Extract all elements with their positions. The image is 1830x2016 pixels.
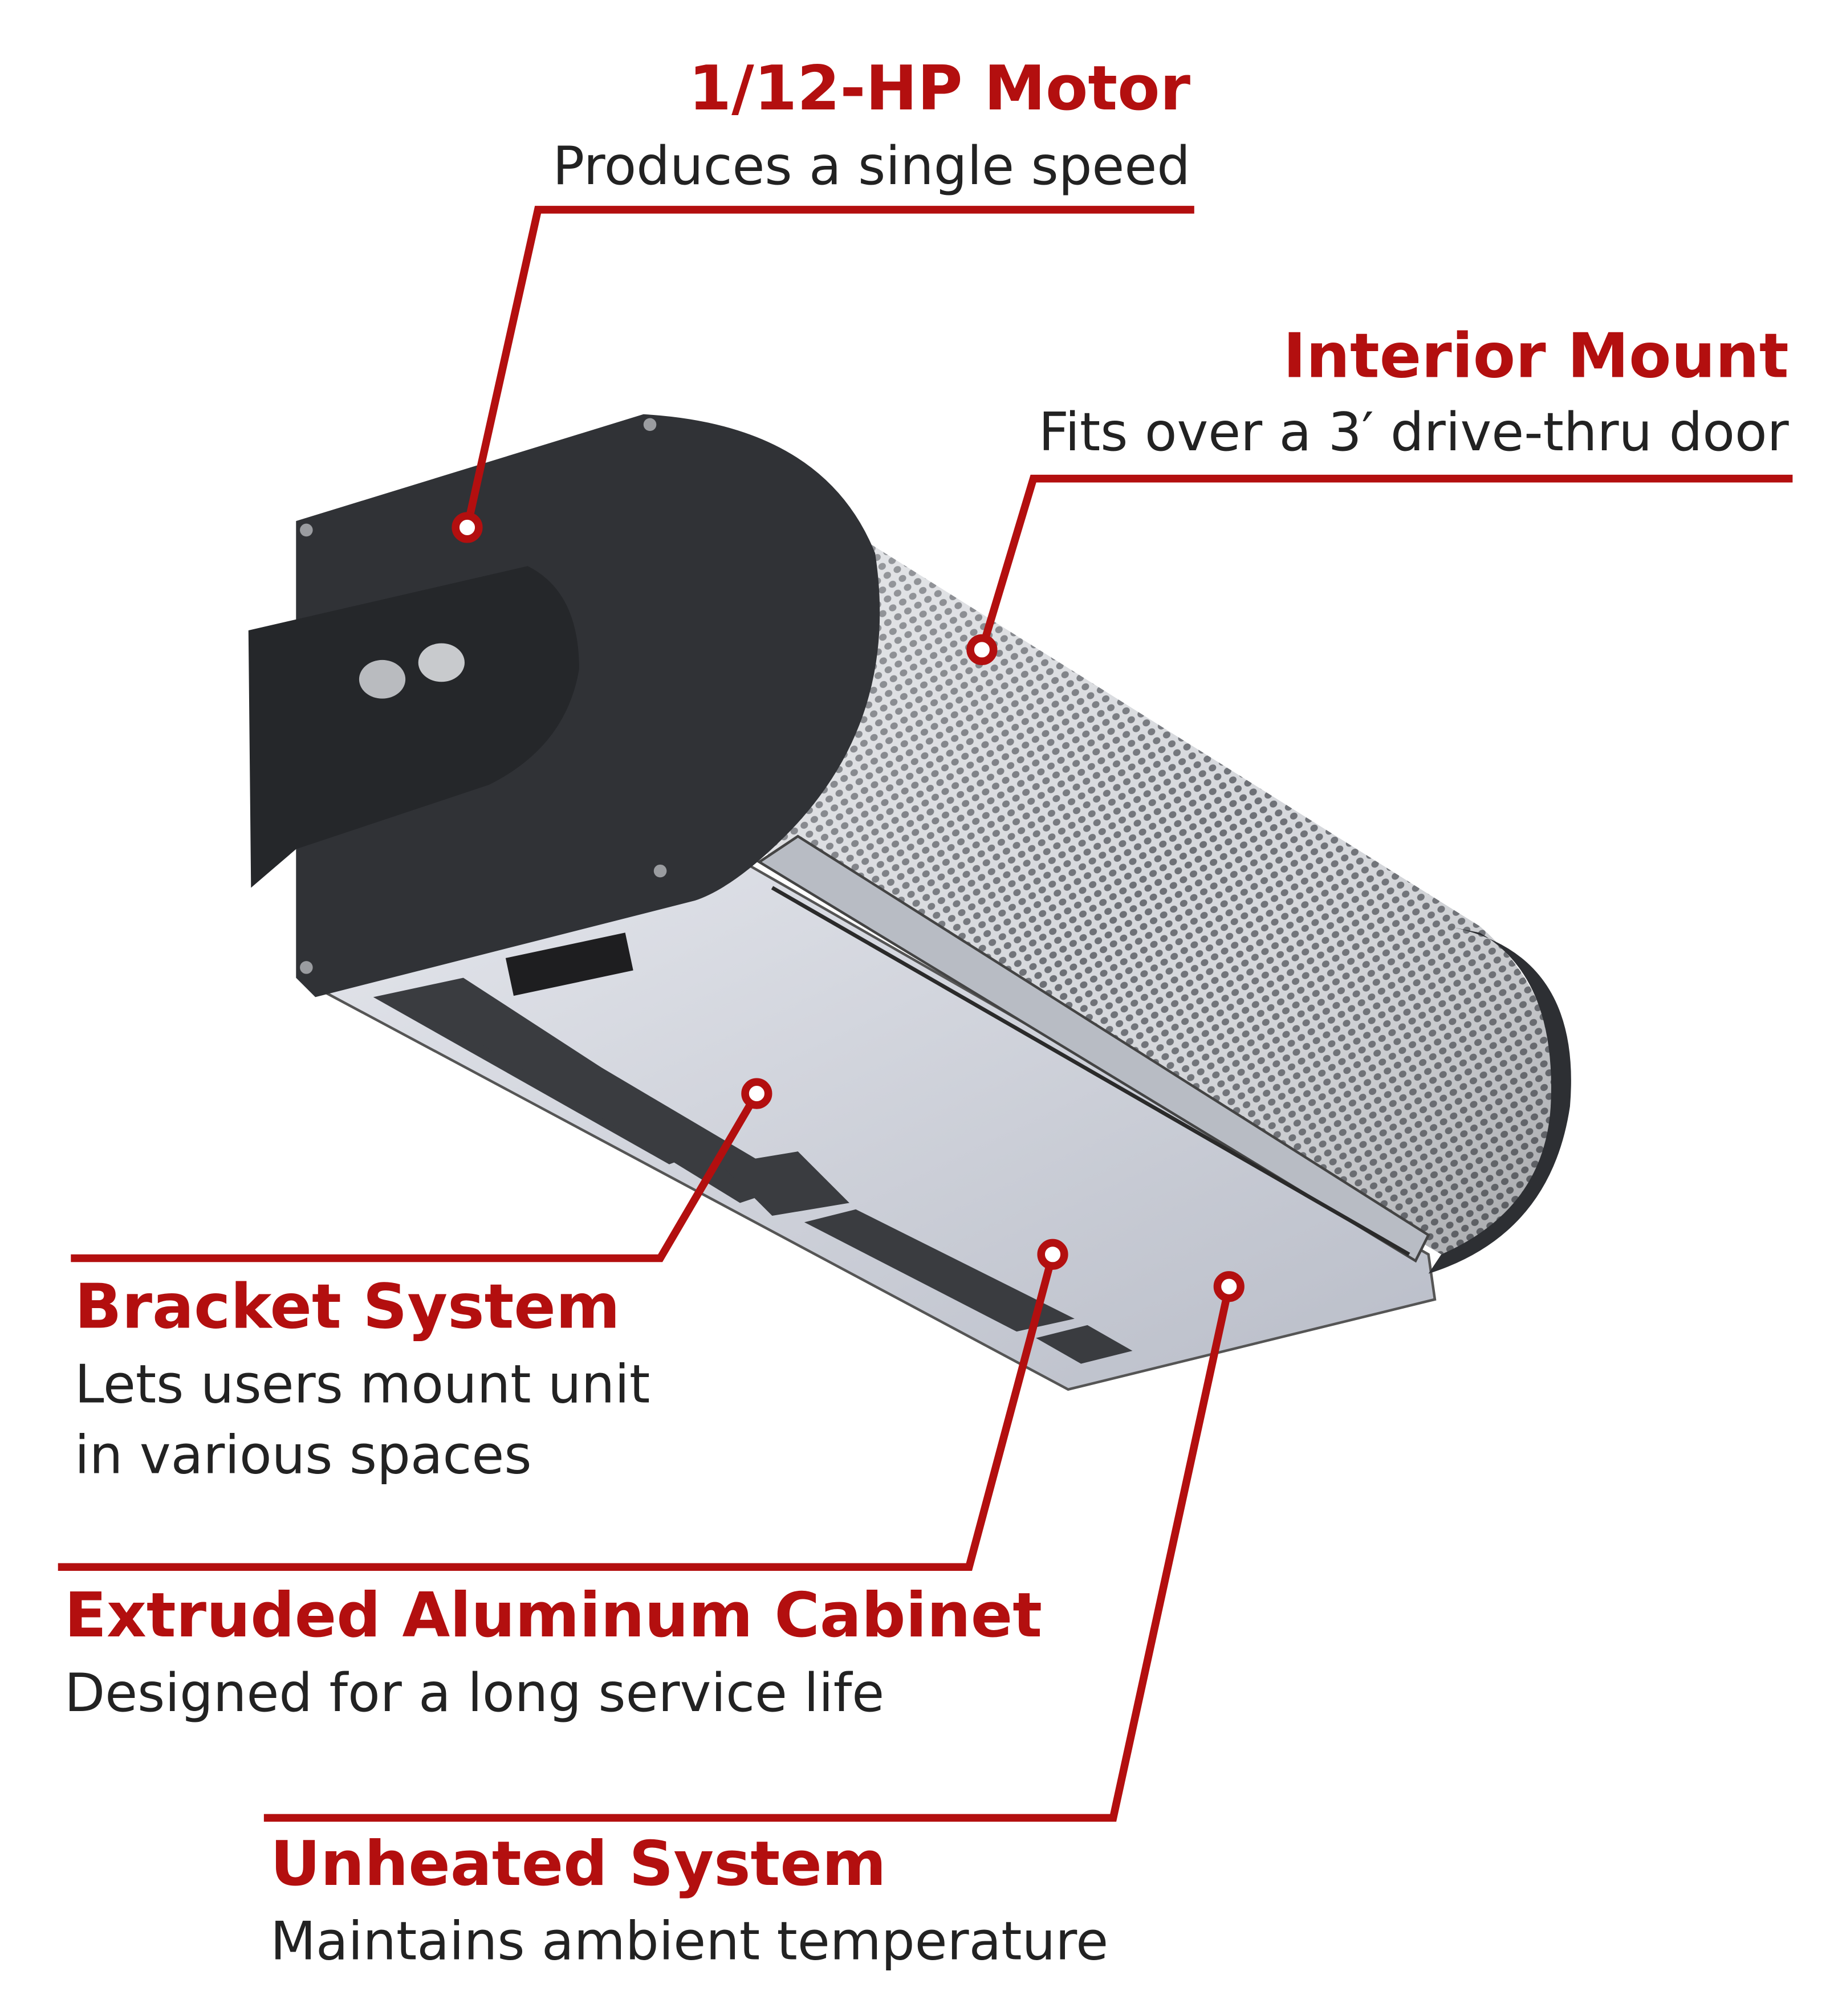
- mounting-bracket: [248, 566, 579, 888]
- callout-title: Extruded Aluminum Cabinet: [64, 1579, 1042, 1651]
- leader-line: [978, 474, 1793, 651]
- callout-motor: 1/12-HP Motor Produces a single speed: [452, 52, 1194, 543]
- callout-description: Maintains ambient temperature: [270, 1911, 1108, 1972]
- leader-line: [71, 1092, 761, 1262]
- callout-marker: [1213, 1271, 1245, 1302]
- leader-line: [463, 206, 1194, 528]
- discharge-slot: [757, 834, 1430, 1263]
- intake-vents: [373, 978, 1133, 1364]
- callout-marker: [452, 512, 483, 543]
- leader-line: [58, 1253, 1057, 1571]
- callout-cabinet: Extruded Aluminum Cabinet Designed for a…: [58, 1239, 1068, 1724]
- callout-interior-mount: Interior Mount Fits over a 3′ drive-thru…: [966, 319, 1793, 665]
- control-switch: [505, 932, 633, 996]
- callout-marker: [966, 634, 998, 665]
- callout-description: Produces a single speed: [552, 135, 1190, 197]
- callout-description: Fits over a 3′ drive-thru door: [1039, 401, 1790, 463]
- callout-marker: [741, 1078, 772, 1109]
- motor-end-housing: [296, 414, 880, 997]
- callout-marker: [1037, 1239, 1068, 1270]
- callout-description: Designed for a long service life: [64, 1662, 884, 1724]
- callout-bracket-system: Bracket System Lets users mount unit in …: [71, 1078, 772, 1485]
- air-curtain-unit: [248, 414, 1571, 1391]
- callout-unheated: Unheated System Maintains ambient temper…: [263, 1271, 1245, 1972]
- callout-title: Unheated System: [270, 1827, 886, 1900]
- callout-description: Lets users mount unit: [75, 1353, 650, 1415]
- callout-title: Bracket System: [75, 1270, 620, 1342]
- callout-title: Interior Mount: [1283, 319, 1789, 392]
- leader-line: [263, 1285, 1233, 1822]
- mounting-knobs: [359, 643, 465, 699]
- right-end-cap: [1428, 926, 1571, 1274]
- callout-title: 1/12-HP Motor: [689, 52, 1191, 124]
- callout-description: in various spaces: [75, 1424, 532, 1485]
- screws: [300, 418, 667, 974]
